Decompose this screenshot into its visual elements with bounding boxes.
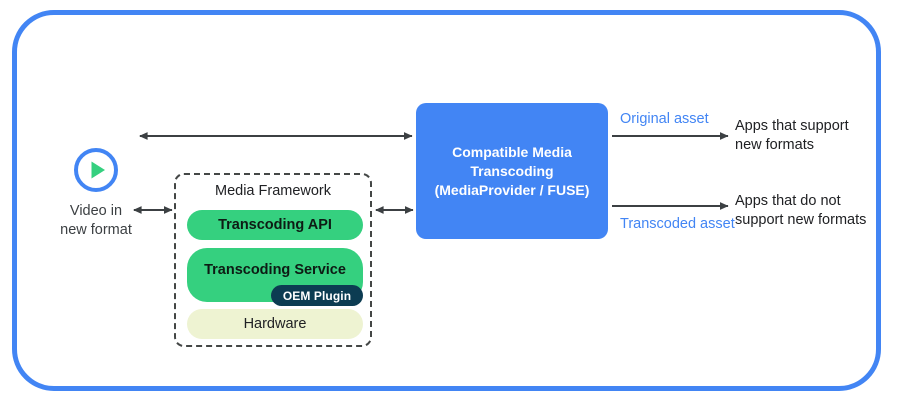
label-apps-that-support-new-formats: Apps that support new formats (735, 118, 849, 153)
label-transcoded-asset: Transcoded asset (620, 216, 735, 232)
media-framework-group: Media Framework Transcoding API Transcod… (174, 173, 372, 347)
play-circle-icon (72, 146, 120, 194)
label-apps-that-do-not-support-new-formats: Apps that do not support new formats (735, 193, 867, 228)
video-source-node: Video in new format (48, 146, 144, 240)
outer-frame (12, 10, 881, 391)
layer-hardware: Hardware (187, 309, 363, 339)
layer-transcoding-api: Transcoding API (187, 210, 363, 240)
oem-plugin-badge: OEM Plugin (271, 285, 363, 306)
video-source-caption: Video in new format (60, 203, 132, 238)
compatible-media-transcoding-box: Compatible Media Transcoding (MediaProvi… (416, 103, 608, 239)
label-original-asset: Original asset (620, 111, 709, 127)
media-framework-title: Media Framework (214, 183, 332, 199)
